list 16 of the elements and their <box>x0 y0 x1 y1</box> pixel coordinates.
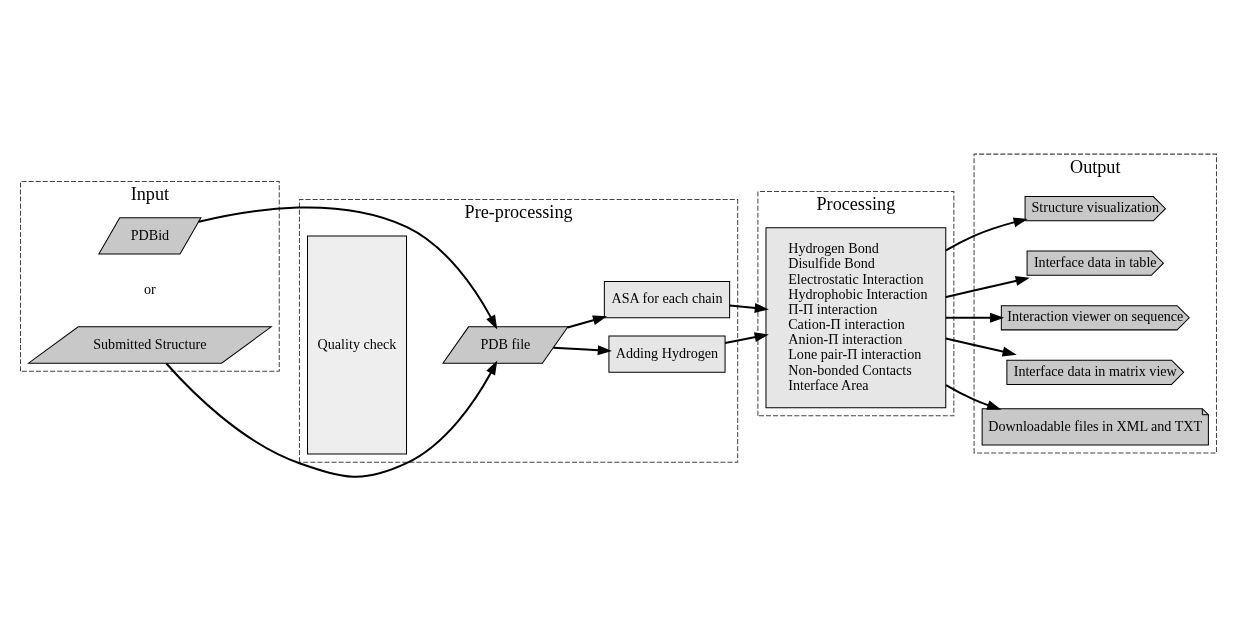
arrow <box>945 217 1028 251</box>
arrow <box>553 344 612 355</box>
arrow <box>945 337 1017 356</box>
node-box: Hydrogen Bond Disulfide Bond Electrostatic Interaction Hydrophobic Interaction Π-Π interaction Cation-Π interaction Anion-Π interaction Lone pair-Π interaction Non-bonded Contacts Interface Area <box>765 226 947 408</box>
arrow <box>724 331 769 344</box>
node-box: Adding Hydrogen <box>608 334 726 373</box>
arrow <box>567 314 608 329</box>
node-box: Quality check <box>307 234 408 455</box>
arrow <box>945 383 1002 410</box>
arrow <box>729 302 769 313</box>
arrow <box>165 360 498 478</box>
node-box: ASA for each chain <box>603 280 731 318</box>
arrow <box>198 206 498 329</box>
arrow <box>945 275 1030 298</box>
arrow <box>945 312 1005 323</box>
label: or <box>144 280 156 297</box>
